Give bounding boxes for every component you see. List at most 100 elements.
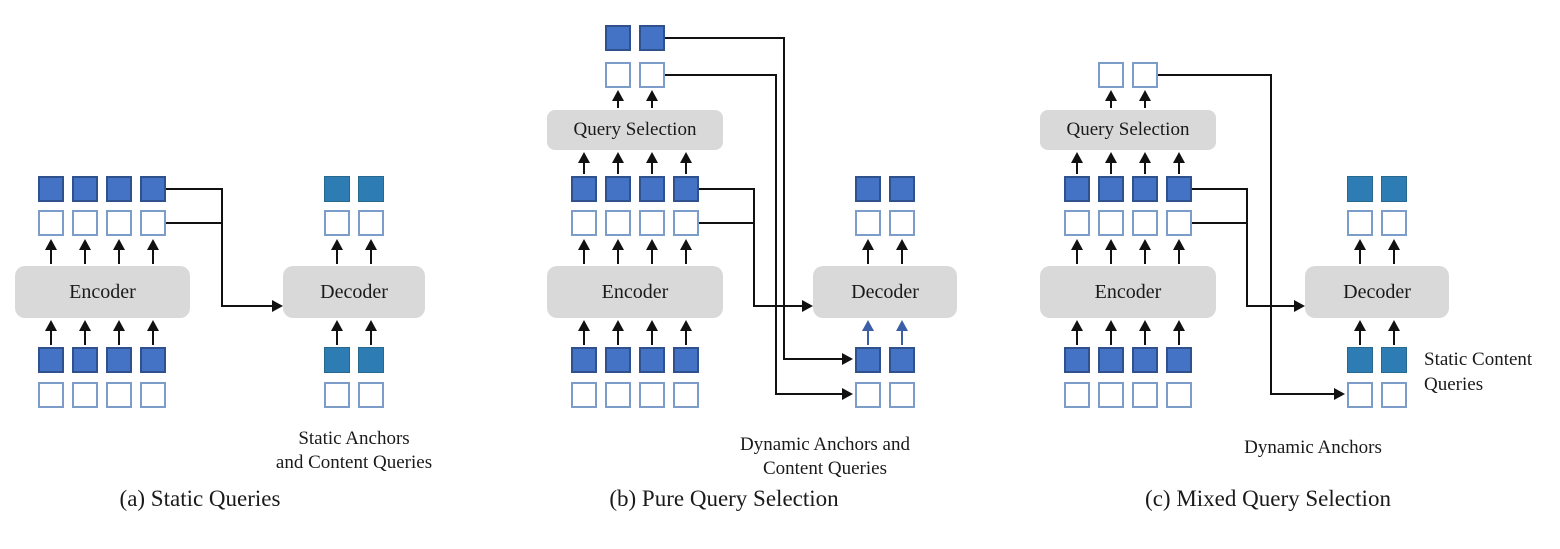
static-token-square [1347, 176, 1373, 202]
anchor-token-square [72, 210, 98, 236]
decoder-input-content-row-a [324, 347, 384, 373]
query-selection-label-c: Query Selection [1066, 119, 1190, 140]
anchor-token-square [673, 210, 699, 236]
up-arrow-icon [1166, 239, 1192, 264]
content-token-square [639, 176, 665, 202]
anchor-token-square [1347, 382, 1373, 408]
encoder-label-a: Encoder [69, 280, 136, 303]
anchor-token-square [1381, 210, 1407, 236]
decoder-output-content-row-c [1347, 176, 1407, 202]
arrowhead-anchor-b [842, 388, 853, 400]
up-arrow-icon [1132, 152, 1158, 174]
up-arrow-icon [1132, 320, 1158, 345]
note-line: and Content Queries [275, 452, 433, 473]
decoder-label-b: Decoder [851, 280, 919, 303]
selected-anchor-row-c [1098, 62, 1158, 88]
anchor-token-square [1347, 210, 1373, 236]
encoder-input-content-row-c [1064, 347, 1192, 373]
anchor-token-square [324, 382, 350, 408]
encoder-output-content-row-c [1064, 176, 1192, 202]
anchor-token-square [1381, 382, 1407, 408]
content-token-square [1098, 347, 1124, 373]
up-arrow-icon [605, 90, 631, 108]
features-line-b [699, 188, 755, 190]
up-arrow-icon [673, 239, 699, 264]
query-selection-box-c: Query Selection [1040, 110, 1216, 150]
note-line: Static Content [1424, 349, 1533, 370]
static-token-square [1381, 176, 1407, 202]
anchor-token-square [571, 382, 597, 408]
features-line-a [221, 188, 223, 307]
anchor-token-square [1098, 210, 1124, 236]
up-arrow-icon [571, 239, 597, 264]
content-token-square [1064, 176, 1090, 202]
note-dynamic-anchors-b: Dynamic Anchors and Content Queries [740, 433, 910, 481]
encoder-input-arrows-b [571, 320, 699, 345]
up-arrow-icon [1098, 320, 1124, 345]
decoder-input-arrows-c [1347, 320, 1407, 345]
anchor-line-c [1158, 74, 1272, 76]
anchor-token-square [38, 210, 64, 236]
up-arrow-icon [1347, 320, 1373, 345]
decoder-box-c: Decoder [1305, 266, 1449, 318]
decoder-box-b: Decoder [813, 266, 957, 318]
up-arrow-icon [855, 239, 881, 264]
up-arrow-icon [571, 152, 597, 174]
anchor-token-square [1064, 382, 1090, 408]
decoder-output-anchor-row-c [1347, 210, 1407, 236]
note-dynamic-anchors-c: Dynamic Anchors [1244, 436, 1382, 460]
up-arrow-icon [1347, 239, 1373, 264]
query-selection-output-arrows-b [605, 90, 665, 108]
encoder-box-c: Encoder [1040, 266, 1216, 318]
anchor-token-square [605, 210, 631, 236]
content-token-square [855, 347, 881, 373]
up-arrow-icon [673, 320, 699, 345]
static-token-square [324, 176, 350, 202]
anchor-token-square [1064, 210, 1090, 236]
note-static-anchors-a: Static Anchors and Content Queries [276, 427, 432, 475]
content-token-square [72, 347, 98, 373]
features-line-a [166, 188, 223, 190]
content-query-line-b [783, 358, 843, 360]
query-selection-box-b: Query Selection [547, 110, 723, 150]
decoder-input-arrows-b [855, 320, 915, 345]
caption-c: (c) Mixed Query Selection [1145, 486, 1391, 511]
decoder-output-anchor-row-a [324, 210, 384, 236]
selected-content-row-b [605, 25, 665, 51]
anchor-token-square [106, 382, 132, 408]
features-line-c [1192, 222, 1248, 224]
anchor-token-square [1132, 382, 1158, 408]
anchor-token-square [1166, 210, 1192, 236]
anchor-token-square [358, 210, 384, 236]
anchor-token-square [889, 382, 915, 408]
anchor-token-square [1132, 210, 1158, 236]
up-arrow-icon [1166, 320, 1192, 345]
encoder-input-anchor-row-a [38, 382, 166, 408]
up-arrow-icon [106, 320, 132, 345]
anchor-token-square [855, 210, 881, 236]
content-token-square [72, 176, 98, 202]
encoder-box-b: Encoder [547, 266, 723, 318]
content-token-square [140, 176, 166, 202]
query-selection-input-arrows-c [1064, 152, 1192, 174]
up-arrow-icon [639, 90, 665, 108]
content-token-square [1166, 176, 1192, 202]
content-token-square [605, 176, 631, 202]
content-token-square [605, 347, 631, 373]
static-token-square [324, 347, 350, 373]
static-token-square [358, 347, 384, 373]
content-token-square [1098, 176, 1124, 202]
content-token-square [855, 176, 881, 202]
query-selection-label-b: Query Selection [573, 119, 697, 140]
up-arrow-icon [1064, 152, 1090, 174]
decoder-input-anchor-row-b [855, 382, 915, 408]
up-arrow-icon [1381, 239, 1407, 264]
encoder-output-content-row-b [571, 176, 699, 202]
up-arrow-icon [358, 320, 384, 345]
features-line-c [1192, 188, 1248, 190]
features-line-b [699, 222, 755, 224]
decoder-output-arrows-c [1347, 239, 1407, 264]
up-arrow-icon [72, 320, 98, 345]
note-line: Static Anchors [298, 428, 410, 449]
content-token-square [1166, 347, 1192, 373]
